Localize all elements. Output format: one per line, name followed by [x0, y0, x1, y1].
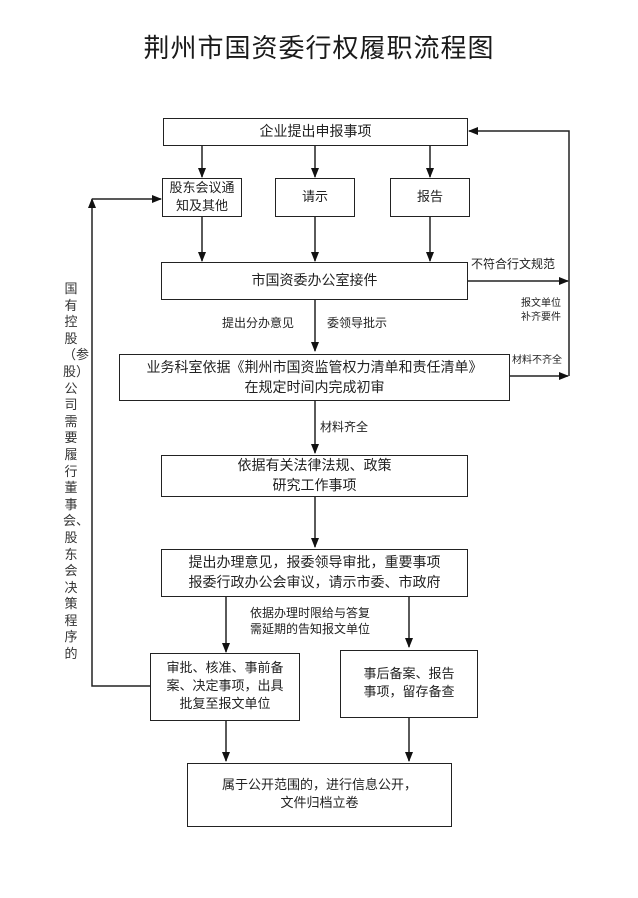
- node-approval: 审批、核准、事前备 案、决定事项，出具 批复至报文单位: [150, 653, 300, 721]
- label-non-compliant: 不符合行文规范: [471, 257, 556, 271]
- node-opinion: 提出办理意见，报委领导审批，重要事项 报委行政办公会审议，请示市委、市政府: [161, 549, 468, 597]
- label-leader-instruction: 委领导批示: [327, 316, 388, 330]
- node-report: 报告: [390, 178, 470, 217]
- node-submit: 企业提出申报事项: [163, 118, 468, 146]
- left-loop-from-approval: [88, 198, 150, 687]
- node-request: 请示: [275, 178, 355, 217]
- node-filing: 事后备案、报告 事项，留存备查: [340, 650, 478, 718]
- page-title: 荆州市国资委行权履职流程图: [143, 34, 495, 64]
- label-state-owned-note: 国有控股（参股）公司需要履行董事会、股东会决策程序的: [63, 282, 90, 663]
- label-supplement: 报文单位 补齐要件: [521, 298, 561, 323]
- node-preliminary-review: 业务科室依据《荆州市国资监管权力清单和责任清单》 在规定时间内完成初审: [119, 354, 510, 401]
- label-assign-opinion: 提出分办意见: [222, 316, 295, 330]
- label-time-limit: 依据办理时限给与答复 需延期的告知报文单位: [250, 606, 371, 636]
- loop-back-to-submit: [468, 127, 570, 376]
- node-office-receive: 市国资委办公室接件: [161, 262, 468, 300]
- node-meeting-notice: 股东会议通 知及其他: [162, 178, 242, 217]
- node-research: 依据有关法律法规、政策 研究工作事项: [161, 455, 468, 497]
- label-complete: 材料齐全: [320, 420, 369, 434]
- node-archive: 属于公开范围的，进行信息公开， 文件归档立卷: [187, 763, 452, 827]
- label-incomplete: 材料不齐全: [512, 355, 562, 366]
